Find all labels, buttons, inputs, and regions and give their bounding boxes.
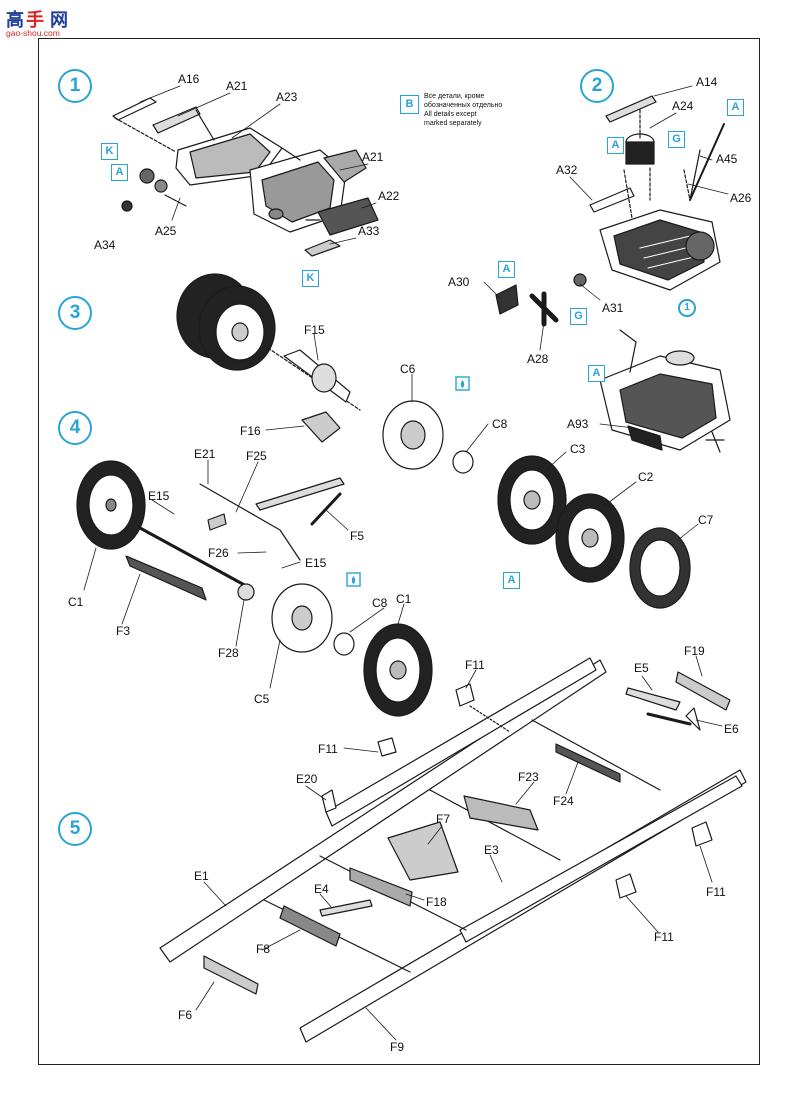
step-number-5: 5: [58, 812, 92, 846]
step-number-1: 1: [58, 69, 92, 103]
step-number-3: 3: [58, 296, 92, 330]
part-label: C6: [400, 362, 416, 376]
sprue-tag: A: [498, 261, 515, 278]
sprue-tag: A: [503, 572, 520, 589]
part-label: A21: [226, 79, 248, 93]
part-label: A33: [358, 224, 380, 238]
sprue-tag: A: [607, 137, 624, 154]
part-label: C2: [638, 470, 654, 484]
part-label: E21: [194, 447, 216, 461]
part-label: C3: [570, 442, 586, 456]
part-label: F5: [350, 529, 365, 543]
part-label: F18: [426, 895, 447, 909]
watermark-logo: 高 手 网 gao-shou.com: [4, 6, 78, 40]
part-label: E1: [194, 869, 209, 883]
part-label: A30: [448, 275, 470, 289]
part-label: E3: [484, 843, 499, 857]
part-label: A16: [178, 72, 200, 86]
part-label: E4: [314, 882, 329, 896]
engine-block-parts: [112, 97, 379, 257]
note-line: All details except: [424, 111, 477, 118]
sprue-tag: A: [727, 99, 744, 116]
note-tag-b: B: [400, 95, 419, 114]
part-label: C5: [254, 692, 270, 706]
part-label: E5: [634, 661, 649, 675]
part-label: F28: [218, 646, 239, 660]
instruction-frame: [38, 38, 760, 1065]
part-label: E6: [724, 722, 739, 736]
part-label: F11: [706, 885, 726, 899]
note-line: обозначенных отдельно: [424, 102, 503, 109]
paint-drop-icon: [346, 572, 361, 587]
sprue-tag: A: [111, 164, 128, 181]
note-line: marked separately: [424, 120, 482, 127]
part-label: F11: [465, 658, 485, 672]
step-reference-1: 1: [678, 299, 696, 317]
part-label: A28: [527, 352, 549, 366]
part-label: A22: [378, 189, 400, 203]
part-label: C7: [698, 513, 714, 527]
part-label: F24: [553, 794, 574, 808]
part-label: F3: [116, 624, 131, 638]
part-label: C8: [372, 596, 388, 610]
part-label: F8: [256, 942, 271, 956]
part-label: F6: [178, 1008, 193, 1022]
part-label: A24: [672, 99, 694, 113]
part-label: A31: [602, 301, 624, 315]
sprue-tag: K: [302, 270, 319, 287]
chassis-frame-parts: [159, 657, 747, 1043]
part-label: A34: [94, 238, 116, 252]
part-label: A23: [276, 90, 298, 104]
engine-starter-view: [599, 329, 731, 453]
sprue-tag: K: [101, 143, 118, 160]
engine-assembly-parts: [495, 95, 725, 327]
part-label: F26: [208, 546, 229, 560]
part-label: F15: [304, 323, 325, 337]
note-text: Все детали, кроме обозначенных отдельно …: [424, 92, 502, 128]
part-label: C8: [492, 417, 508, 431]
sprue-tag: G: [570, 308, 587, 325]
part-label: A93: [567, 417, 589, 431]
part-label: A45: [716, 152, 738, 166]
note-line: Все детали, кроме: [424, 93, 485, 100]
part-label: F25: [246, 449, 267, 463]
paint-drop-icon: [455, 376, 470, 391]
part-label: E15: [148, 489, 170, 503]
watermark-char-2: 手: [26, 10, 44, 31]
part-label: A25: [155, 224, 177, 238]
part-label: F9: [390, 1040, 405, 1054]
part-label: F11: [654, 930, 674, 944]
part-label: A14: [696, 75, 718, 89]
rear-axle-parts: [176, 273, 691, 609]
part-label: F23: [518, 770, 539, 784]
part-label: F16: [240, 424, 261, 438]
part-label: F19: [684, 644, 705, 658]
part-label: F7: [436, 812, 451, 826]
part-label: E15: [305, 556, 327, 570]
front-axle-parts: [76, 460, 433, 717]
watermark-char-3: 网: [50, 10, 68, 31]
part-label: A26: [730, 191, 752, 205]
watermark-char-1: 高: [6, 10, 24, 31]
sprue-tag: G: [668, 131, 685, 148]
part-label: C1: [68, 595, 84, 609]
part-label: A21: [362, 150, 384, 164]
part-label: A32: [556, 163, 578, 177]
step-number-4: 4: [58, 411, 92, 445]
watermark-url: gao-shou.com: [6, 28, 60, 38]
sprue-tag: A: [588, 365, 605, 382]
step-number-2: 2: [580, 69, 614, 103]
leader-lines: [83, 85, 729, 1041]
part-label: C1: [396, 592, 412, 606]
part-label: F11: [318, 742, 338, 756]
part-label: E20: [296, 772, 318, 786]
